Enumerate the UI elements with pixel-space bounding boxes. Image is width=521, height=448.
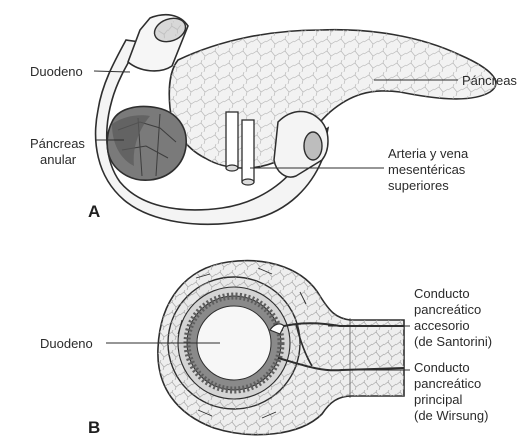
label-accesorio-3: accesorio bbox=[414, 318, 470, 333]
label-accesorio-2: pancreático bbox=[414, 302, 481, 317]
label-accesorio-4: (de Santorini) bbox=[414, 334, 492, 349]
jejunum-opening bbox=[304, 132, 322, 160]
label-duodeno-a: Duodeno bbox=[30, 64, 83, 79]
label-pancreas-anular-2: anular bbox=[40, 152, 76, 167]
label-arteria-3: superiores bbox=[388, 178, 449, 193]
label-principal-4: (de Wirsung) bbox=[414, 408, 488, 423]
panel-letter-b: B bbox=[88, 418, 100, 438]
label-principal-3: principal bbox=[414, 392, 462, 407]
label-pancreas-anular-1: Páncreas bbox=[30, 136, 85, 151]
label-accesorio-1: Conducto bbox=[414, 286, 470, 301]
leader-duodeno-a bbox=[94, 71, 130, 72]
label-duodeno-b: Duodeno bbox=[40, 336, 93, 351]
label-principal-1: Conducto bbox=[414, 360, 470, 375]
panel-letter-a: A bbox=[88, 202, 100, 222]
label-arteria-2: mesentéricas bbox=[388, 162, 465, 177]
label-pancreas: Páncreas bbox=[462, 73, 517, 88]
label-arteria-1: Arteria y vena bbox=[388, 146, 468, 161]
label-principal-2: pancreático bbox=[414, 376, 481, 391]
panel-b-figure bbox=[106, 261, 410, 435]
